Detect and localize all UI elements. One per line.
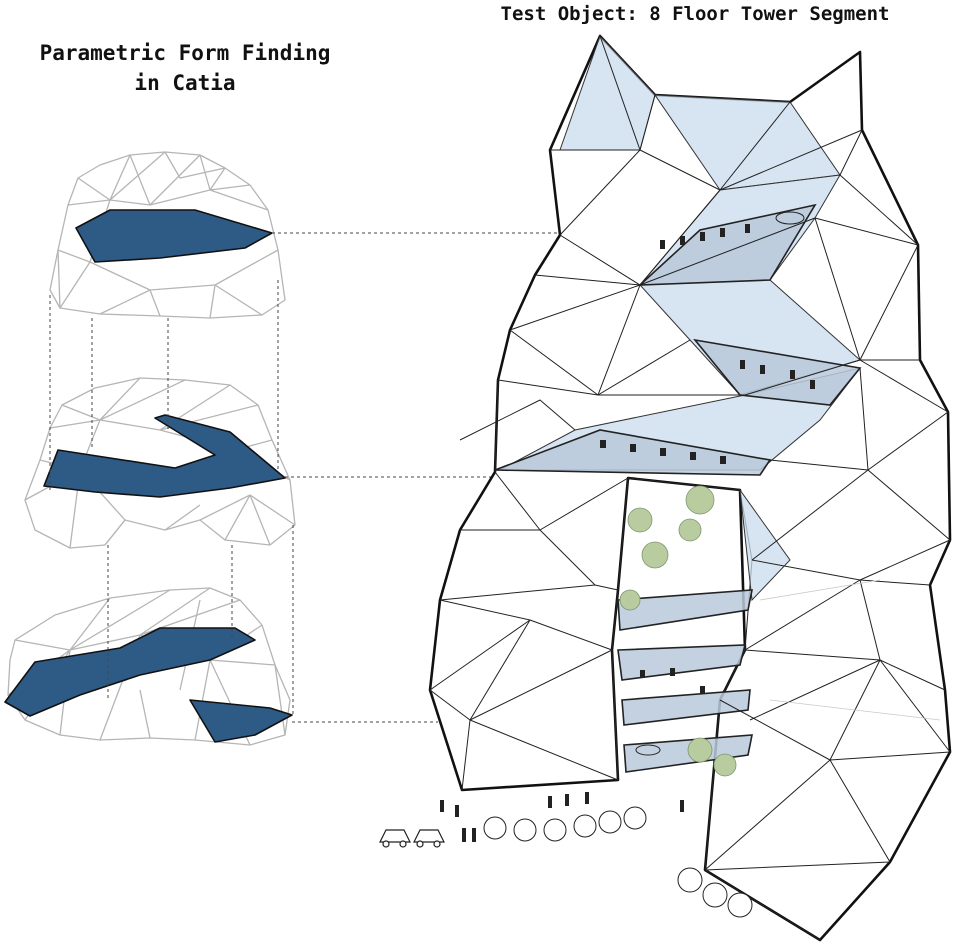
- floor-slab-middle: [43, 414, 286, 498]
- left-title: Parametric Form Finding in Catia: [0, 38, 370, 98]
- right-title: Test Object: 8 Floor Tower Segment: [500, 3, 890, 25]
- tower-floor-level-upper: [637, 203, 817, 286]
- left-title-line1: Parametric Form Finding: [39, 41, 331, 65]
- floor-slab-bottom-large: [4, 627, 256, 717]
- atrium-trees: [619, 485, 737, 777]
- floor-slab-bottom-small: [189, 699, 293, 743]
- ground-bushes: [483, 806, 753, 918]
- catia-wireframe-top: [49, 151, 286, 319]
- left-title-line2: in Catia: [134, 71, 236, 95]
- parked-cars: [379, 829, 445, 848]
- floor-slab-top: [75, 209, 273, 263]
- alignment-guides-left: [49, 280, 294, 715]
- ground-people: [440, 792, 684, 842]
- tower-floor-level-mid: [693, 338, 862, 406]
- tower-segment: [428, 34, 952, 942]
- interior-furniture: [600, 211, 815, 756]
